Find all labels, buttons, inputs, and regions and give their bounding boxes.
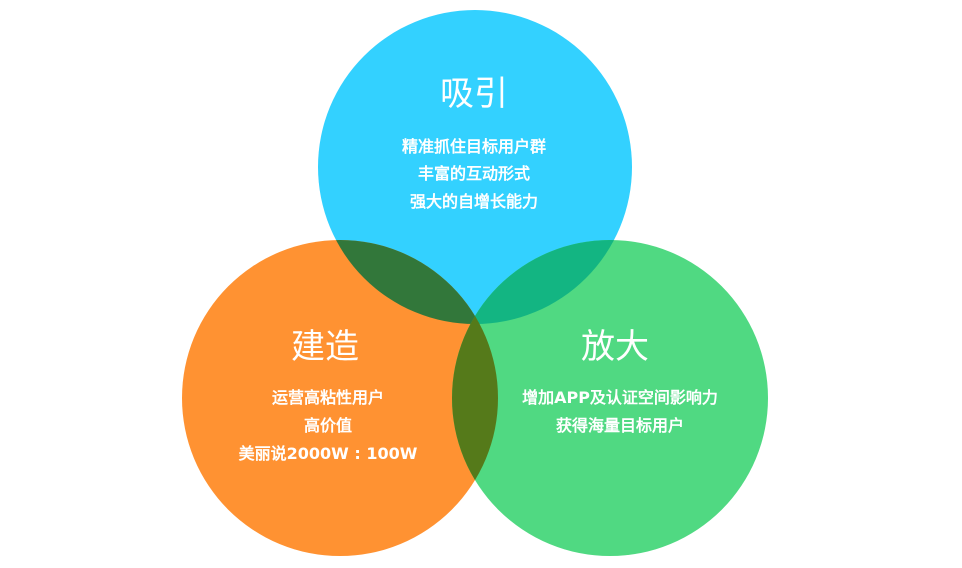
build-line: 高价值 xyxy=(303,416,353,435)
circle-build xyxy=(182,240,498,556)
title-build: 建造 xyxy=(291,327,359,367)
title-amplify: 放大 xyxy=(581,327,649,367)
build-line: 运营高粘性用户 xyxy=(271,388,385,407)
title-attract: 吸引 xyxy=(440,74,508,114)
circle-amplify xyxy=(452,240,768,556)
build-line: 美丽说2000W : 100W xyxy=(238,444,418,463)
amplify-line: 获得海量目标用户 xyxy=(555,416,685,435)
amplify-line: 增加APP及认证空间影响力 xyxy=(522,388,718,407)
attract-line: 精准抓住目标用户群 xyxy=(401,137,547,156)
circle-attract xyxy=(318,10,632,324)
attract-line: 丰富的互动形式 xyxy=(417,164,531,183)
attract-line: 强大的自增长能力 xyxy=(409,192,539,211)
